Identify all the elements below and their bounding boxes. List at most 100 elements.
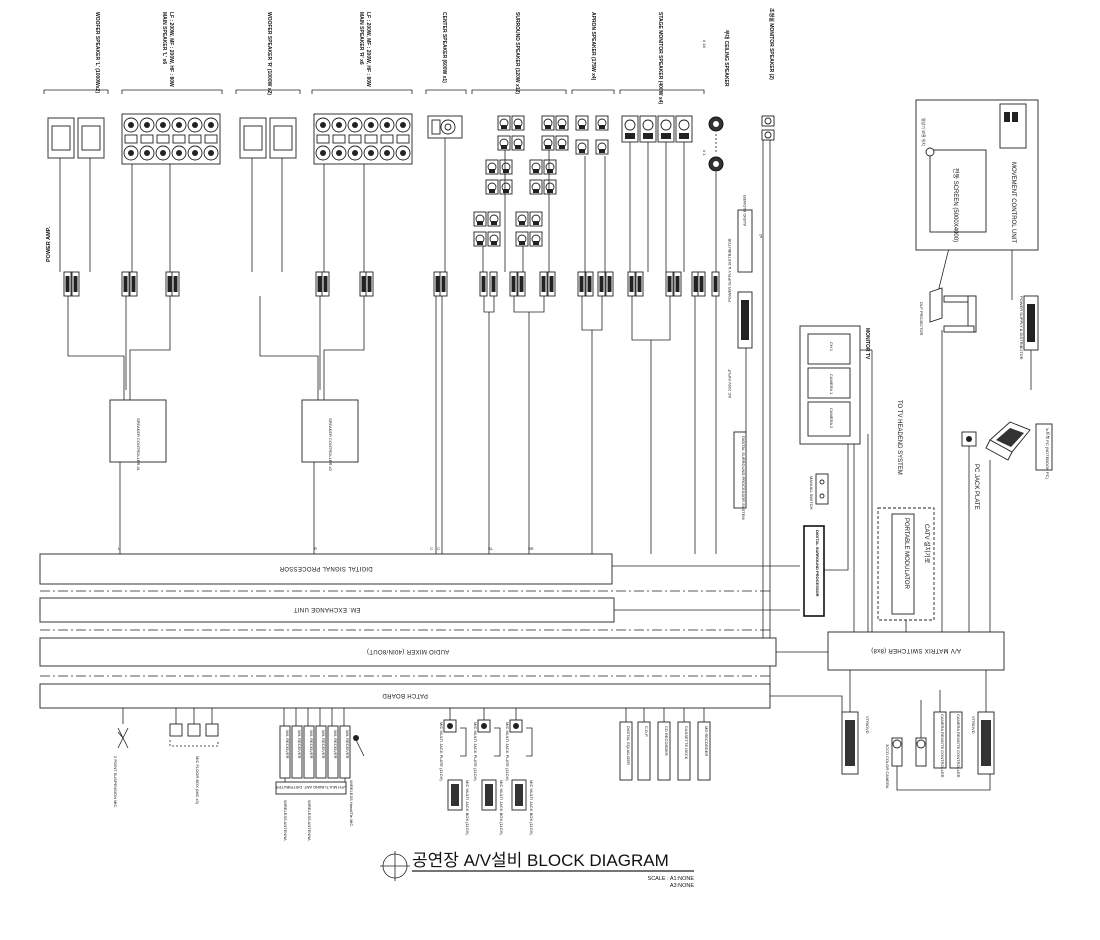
surround-label: SURROUND SPEAKER (120W x12) [514, 12, 520, 94]
header-brackets [43, 89, 705, 94]
vtr-dvd-2: VTR/DVD [971, 711, 995, 775]
manual-switch-label: MANUAL SWITCH [809, 476, 814, 510]
portable-modulator-label: PORTABLE MODULATOR [903, 518, 909, 590]
speaker-icon [273, 125, 293, 151]
recorder-label: CASSETTE DECK [684, 726, 689, 760]
speaker-icon [81, 125, 101, 151]
power-amp-label: POWER AMP. [46, 226, 52, 262]
speaker-icon [243, 125, 263, 151]
monitor-ch1: CH 1 [829, 342, 834, 352]
ch-l: L [118, 546, 121, 551]
center-label: CENTER SPEAKER (600W x1) [441, 12, 447, 83]
wireless-receiver-label: W/L RECEIVER [345, 730, 350, 759]
em-label: EM. EXCHANGE UNIT [294, 606, 361, 612]
monitor-ch2: CAMERA 1 [829, 374, 834, 395]
monitor-ch3: CAMERA 2 [829, 408, 834, 429]
wire [896, 766, 991, 791]
jack-box-label: MIC MULTI JACK BOX (11CH) [499, 780, 504, 835]
dsp-note-label: DIGITAL SURROUND PROCESSOR SYSTEM [741, 436, 746, 520]
speaker-controller-1: SPEAKER CONTROLLER #1 [109, 399, 167, 472]
ch-c2: C [437, 546, 440, 551]
jack-box-label: MIC MULTI JACK BOX (11CH) [529, 780, 534, 835]
screen-kr-label: 영상기 보관 위치 [921, 118, 927, 146]
camera-controller: CAMERA REMOTE CONTROLLER CAMERA REMOTE C… [933, 711, 963, 778]
mic-jack-plates: MIC MULTI JACK PLATE (11CH) MIC MULTI JAC… [439, 719, 534, 835]
ch-sl: SL [488, 546, 494, 551]
audio-blower: AUDIO BLOWER x2 [737, 195, 763, 273]
ch-c: C [430, 546, 433, 551]
wire [581, 296, 603, 331]
wireless-receiver-label: W/L RECEIVER [297, 730, 302, 759]
jack-plate-label: MIC MULTI JACK PLATE (11CH) [439, 722, 444, 781]
mixer-label: AUDIO MIXER (40IN/8OUT) [367, 648, 450, 654]
main-r-speakers [313, 113, 413, 165]
movement-unit-label: MOVEMENT CONTROL UNIT [1010, 162, 1016, 243]
woofer-l-label: WOOFER SPEAKER 'L' (1000Wx2) [94, 12, 100, 93]
dsp-note: DIGITAL SURROUND PROCESSOR SYSTEM [733, 431, 747, 520]
wireless-receiver [339, 725, 351, 779]
power-supply-mid: POWER SUPPLY & DISTRIBUTOR AC 220V INPUT [727, 238, 753, 398]
wire [129, 296, 171, 400]
recorder-unit [619, 721, 633, 781]
wireless-receiver [291, 725, 303, 779]
ch-sr: SR [528, 546, 534, 551]
screen-area: 영상기 보관 위치 전동 SCREEN (5000X4000) MOVEMENT… [915, 99, 1039, 251]
recorder-unit [697, 721, 711, 781]
monitor-tv-label: MONITOR TV [864, 328, 870, 360]
ccd-camera-label: 3CCD COLOR CAMERA [885, 744, 890, 789]
wire [770, 695, 843, 712]
apron-label: APRON SPEAKER (175W x4) [590, 12, 596, 81]
suspension-mic-label: 2 POINT SUSPENSION MIC. [113, 756, 118, 808]
bus-patch: PATCH BOARD [39, 683, 771, 709]
vtr-dvd-label-2: VTR/DVD [971, 716, 976, 734]
ceiling-speakers [708, 116, 724, 172]
wireless-receiver-label: W/L RECEIVER [321, 730, 326, 759]
woofer-r-speakers [239, 117, 297, 159]
dlp-projector: DLP PROJECTOR [919, 287, 977, 336]
ac-input-label: AC 220V INPUT [727, 368, 732, 398]
vtr-dvd-1: VTR/DVD [841, 711, 870, 775]
recorder-label: MD RECORDER [704, 726, 709, 756]
controller-1-label: SPEAKER CONTROLLER #1 [136, 418, 141, 472]
camera-controller-label: CAMERA REMOTE CONTROLLER [940, 714, 945, 778]
ch-r: R [314, 546, 317, 551]
wireless-mic: WIRELESS Hand/Tie MIC. [349, 735, 365, 827]
power-supply-right-label: POWER SUPPLY & DISTRIBUTOR [1019, 296, 1024, 360]
controller-2-label: SPEAKER CONTROLLER #2 [328, 418, 333, 472]
bus-em: EM. EXCHANGE UNIT [39, 597, 615, 623]
matrix-label: A/V MATRIX SWITCHER (8x8) [871, 647, 961, 653]
manual-switch: MANUAL SWITCH [809, 473, 829, 510]
power-supply-label: POWER SUPPLY & DISTRIBUTOR [727, 238, 732, 302]
bus-dsp: DIGITAL SIGNAL PROCESSOR [39, 553, 613, 585]
power-supply-right: POWER SUPPLY & DISTRIBUTOR [1019, 295, 1039, 360]
portable-modulator: PORTABLE MODULATOR CATV 설치기로 [877, 507, 935, 621]
wireless-receiver [279, 725, 291, 779]
apron-speakers [575, 115, 609, 155]
jack-box-label: MIC MULTI JACK BOX (11CH) [465, 780, 470, 835]
wireless-receiver-label: W/L RECEIVER [285, 730, 290, 759]
notebook-pc: 노트북 PC (NOTEBOOK PC) [985, 421, 1053, 479]
main-r-label: MAIN SPEAKER 'R' x6 [358, 12, 364, 65]
wireless-receiver [327, 725, 339, 779]
ufh-distributor: UFH MULTI-BAND ANT. DISTRIBUTER WIRELESS… [275, 781, 347, 841]
center-speaker [427, 115, 463, 139]
wire [323, 296, 365, 400]
recorder-unit [677, 721, 691, 781]
woofer-l-speakers [47, 117, 105, 159]
control-monitor-speakers [761, 115, 775, 141]
speaker-headers: WOOFER SPEAKER 'L' (1000Wx2) MAIN SPEAKE… [94, 8, 775, 156]
wireless-receiver [315, 725, 327, 779]
ceiling-n16: # 16 [702, 40, 707, 49]
recorder-label: C.D.P [644, 726, 649, 737]
digital-surround-processor: DIGITAL SURROUND PROCESSOR [803, 525, 825, 617]
bus-matrix: A/V MATRIX SWITCHER (8x8) [827, 631, 1005, 671]
pc-jack-label: PC JACK PLATE [973, 464, 979, 510]
main-l-spec: LF : 200W, MF : 200W, HF : 80W [168, 12, 174, 87]
wire [483, 296, 495, 313]
ccd-camera: 3CCD COLOR CAMERA [885, 737, 927, 789]
recorder-label: CD RECORDER [664, 726, 669, 756]
catv-label: CATV 설치기로 [923, 524, 931, 564]
screen-label: 전동 SCREEN (5000X4000) [952, 168, 960, 242]
